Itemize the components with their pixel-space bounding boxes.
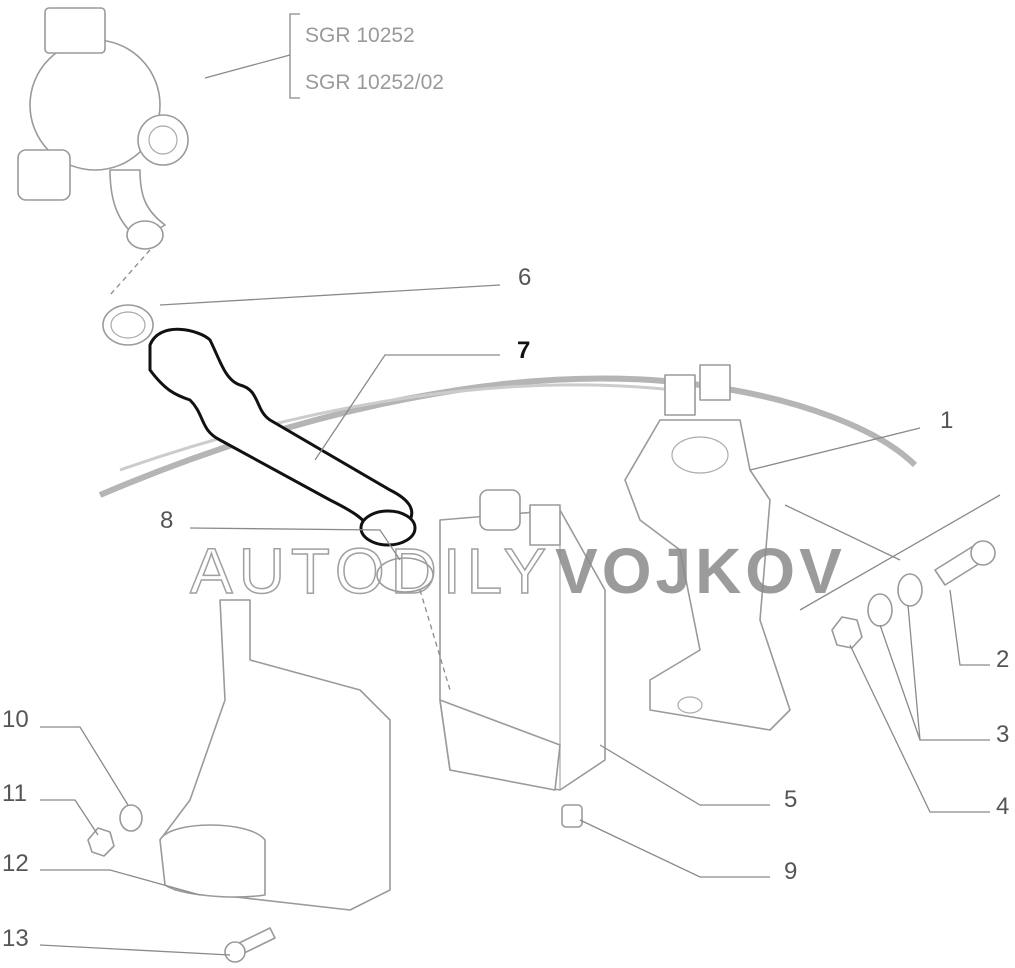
watermark-autodily: AUTODILY [190, 535, 552, 607]
washer-10 [119, 804, 143, 832]
callout-8[interactable]: 8 [160, 507, 173, 534]
callout-3[interactable]: 3 [996, 721, 1009, 748]
callout-13[interactable]: 13 [2, 925, 29, 952]
hose-clamp-6 [102, 304, 154, 346]
intercooler-5 [439, 489, 606, 791]
seal-8 [376, 557, 434, 593]
callout-4[interactable]: 4 [996, 793, 1009, 820]
plug-9 [561, 804, 583, 828]
callout-11[interactable]: 11 [2, 780, 27, 807]
callout-1[interactable]: 1 [940, 407, 953, 434]
callout-9[interactable]: 9 [784, 858, 797, 885]
callout-7[interactable]: 7 [517, 337, 530, 364]
reference-sgr-10252-02: SGR 10252/02 [305, 71, 444, 94]
bolt-washer-nut-set [831, 540, 996, 649]
bolt-13 [224, 927, 276, 963]
reference-bracket: SGR 10252 SGR 10252/02 [204, 13, 444, 99]
leader-lines [39, 284, 1001, 956]
callout-12[interactable]: 12 [2, 850, 29, 877]
callout-10[interactable]: 10 [2, 706, 29, 733]
watermark-vojkov: VOJKOV [555, 535, 846, 607]
intercooler-hose-7 [148, 327, 417, 547]
air-duct-12 [159, 599, 391, 911]
callout-6[interactable]: 6 [518, 264, 531, 291]
nut-11 [87, 827, 115, 857]
callout-2[interactable]: 2 [996, 646, 1009, 673]
callout-5[interactable]: 5 [784, 786, 797, 813]
turbocharger-illustration [17, 7, 189, 250]
watermark-swoosh-inner [119, 383, 691, 472]
reference-sgr-10252: SGR 10252 [305, 24, 415, 47]
mounting-bracket-1 [624, 364, 791, 731]
